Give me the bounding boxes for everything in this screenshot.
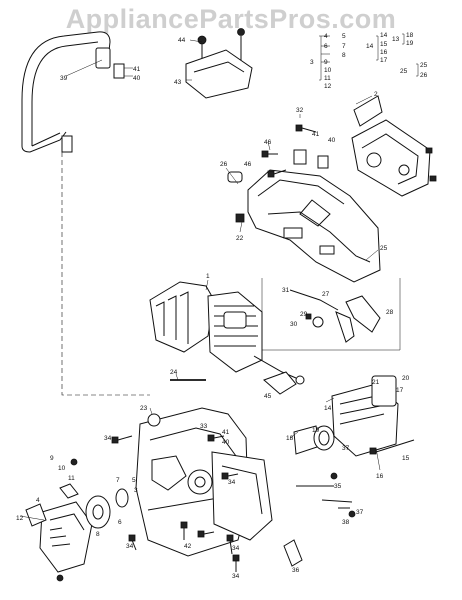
callout-34b: 34 <box>228 479 236 486</box>
callout-38: 38 <box>342 519 350 526</box>
rear-handle-housing <box>247 149 381 283</box>
screw-40-41 <box>113 63 133 79</box>
bracket-45 <box>263 371 297 395</box>
callout-21: 21 <box>372 379 380 386</box>
callout-36: 36 <box>292 567 300 574</box>
callout-27: 27 <box>322 291 330 298</box>
key-b-1: 3 <box>310 59 314 66</box>
crankcase <box>135 407 273 557</box>
key-callouts: 4 5 6 7 8 3 9 10 11 12 14 15 16 17 14 13… <box>310 32 428 90</box>
callout-2: 2 <box>374 91 378 98</box>
callout-46a: 46 <box>264 139 272 146</box>
callout-6: 6 <box>118 519 122 526</box>
key-b-3: 10 <box>324 67 332 74</box>
callout-1: 1 <box>206 273 210 280</box>
callout-43: 43 <box>174 79 182 86</box>
callout-3: 3 <box>134 487 138 494</box>
callout-42: 42 <box>184 543 192 550</box>
callout-9: 9 <box>50 455 54 462</box>
callout-22: 22 <box>236 235 244 242</box>
key-e-3: 26 <box>420 72 428 79</box>
bar-studs <box>283 472 356 567</box>
callout-17: 17 <box>396 387 404 394</box>
callout-34a: 34 <box>104 435 112 442</box>
key-a-3: 6 <box>324 43 328 50</box>
callout-24: 24 <box>170 369 178 376</box>
callout-37a: 37 <box>342 445 350 452</box>
callout-33: 33 <box>200 423 208 430</box>
callout-46b: 46 <box>244 161 252 168</box>
callout-18: 18 <box>286 435 294 442</box>
key-b-5: 12 <box>324 83 332 90</box>
callout-12: 12 <box>16 515 24 522</box>
callout-29: 29 <box>300 311 308 318</box>
key-d-2: 18 <box>406 32 414 39</box>
key-c-4: 17 <box>380 57 388 64</box>
key-callout-brackets <box>319 33 419 81</box>
callout-10: 10 <box>58 465 66 472</box>
callout-19: 19 <box>312 427 320 434</box>
key-b-4: 11 <box>324 75 331 82</box>
callout-numbers: 39 41 40 44 43 2 32 41 40 46 46 26 22 25… <box>16 37 410 580</box>
key-c-3: 16 <box>380 49 388 56</box>
key-c-1: 14 <box>380 32 388 39</box>
callout-41c: 41 <box>222 429 230 436</box>
key-d-1: 13 <box>392 36 400 43</box>
callout-45: 45 <box>264 393 272 400</box>
leader-lines <box>19 39 381 521</box>
crankcase-screws <box>111 434 240 572</box>
callout-25: 25 <box>380 245 388 252</box>
callout-34d: 34 <box>232 545 240 552</box>
air-filter-cover <box>185 28 253 99</box>
callout-30: 30 <box>290 321 298 328</box>
front-handle <box>21 31 111 153</box>
callout-16: 16 <box>376 473 384 480</box>
key-e-2: 25 <box>420 62 428 69</box>
housing-screws <box>227 124 317 223</box>
callout-34c: 34 <box>126 543 134 550</box>
engine-cylinder <box>149 281 305 385</box>
key-c-2: 15 <box>380 41 388 48</box>
callout-11: 11 <box>68 475 75 482</box>
key-c-0: 14 <box>366 43 374 50</box>
key-e-1: 25 <box>400 68 408 75</box>
callout-20: 20 <box>402 375 410 382</box>
callout-40c: 40 <box>222 439 230 446</box>
callout-8: 8 <box>96 531 100 538</box>
callout-15: 15 <box>402 455 410 462</box>
callout-26: 26 <box>220 161 228 168</box>
handle-guide-line <box>61 152 150 396</box>
callout-7: 7 <box>116 477 120 484</box>
callout-41a: 41 <box>133 66 141 73</box>
watermark: AppliancePartsPros.com <box>65 4 397 34</box>
callout-44: 44 <box>178 37 186 44</box>
throttle-linkage <box>261 278 401 351</box>
muffler-starter <box>293 375 415 457</box>
callout-31: 31 <box>282 287 290 294</box>
callout-39: 39 <box>60 75 68 82</box>
callout-28: 28 <box>386 309 394 316</box>
callout-41b: 41 <box>312 131 320 138</box>
callout-4: 4 <box>36 497 40 504</box>
callout-40a: 40 <box>133 75 141 82</box>
key-a-5: 8 <box>342 52 346 59</box>
callout-37b: 37 <box>356 509 364 516</box>
callout-40b: 40 <box>328 137 336 144</box>
callout-35: 35 <box>334 483 342 490</box>
key-a-2: 5 <box>342 33 346 40</box>
callout-23: 23 <box>140 405 148 412</box>
key-a-4: 7 <box>342 43 346 50</box>
key-b-2: 9 <box>324 59 328 66</box>
callout-32: 32 <box>296 107 304 114</box>
clutch-cover-sprocket <box>25 458 129 582</box>
key-a-1: 4 <box>324 33 328 40</box>
callout-5: 5 <box>132 477 136 484</box>
callout-34e: 34 <box>232 573 240 580</box>
callout-14: 14 <box>324 405 332 412</box>
key-d-3: 19 <box>406 40 414 47</box>
chain-brake-assembly <box>351 95 437 197</box>
